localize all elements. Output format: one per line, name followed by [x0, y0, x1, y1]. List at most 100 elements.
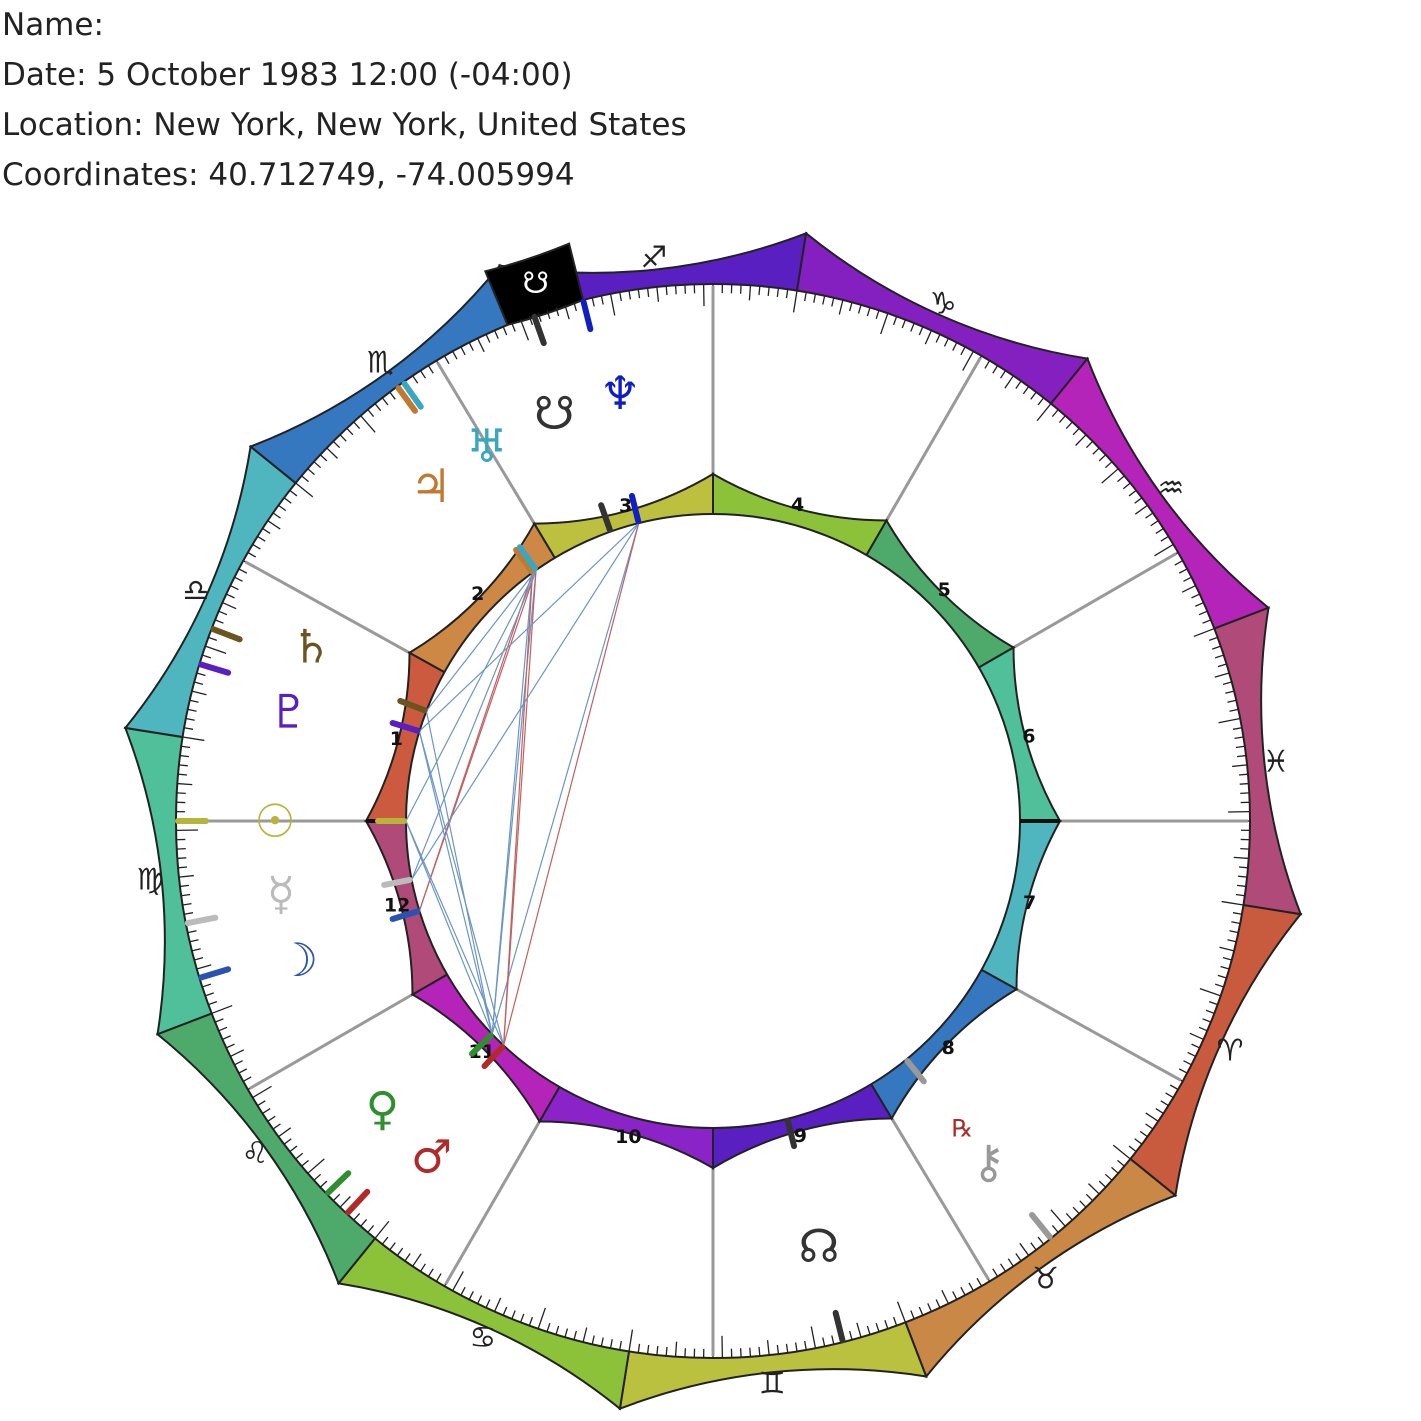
degree-tick — [468, 342, 474, 351]
degree-tick — [272, 512, 281, 519]
degree-tick — [838, 299, 844, 315]
degree-tick — [1051, 409, 1059, 417]
house-number-5: 5 — [938, 579, 951, 601]
degree-tick — [591, 297, 595, 307]
degree-tick — [177, 866, 188, 869]
degree-tick — [748, 285, 752, 301]
degree-tick — [766, 1340, 770, 1356]
degree-tick — [646, 287, 650, 298]
degree-tick — [262, 527, 271, 534]
degree-tick — [1104, 1173, 1113, 1181]
degree-tick — [208, 1000, 218, 1006]
degree-tick — [179, 754, 190, 758]
degree-tick — [460, 1286, 466, 1296]
degree-tick — [184, 912, 194, 915]
degree-tick — [1134, 1138, 1143, 1145]
degree-tick — [202, 654, 212, 659]
chart-header: Name: Date: 5 October 1983 12:00 (-04:00… — [2, 0, 1002, 200]
degree-tick — [1238, 875, 1248, 878]
degree-tick — [960, 1286, 966, 1296]
degree-tick — [178, 764, 188, 767]
degree-tick — [468, 1291, 474, 1300]
north-node-icon: ☊ — [799, 1219, 840, 1273]
degree-tick — [866, 1325, 871, 1335]
house-number-3: 3 — [619, 495, 632, 517]
degree-tick — [910, 322, 915, 332]
aspect-line-mercury-uranus — [411, 569, 537, 880]
degree-tick — [332, 440, 341, 449]
degree-tick — [582, 1327, 588, 1343]
degree-tick — [181, 745, 191, 749]
degree-tick — [794, 1342, 798, 1352]
degree-tick — [191, 690, 207, 696]
degree-tick — [218, 610, 228, 616]
degree-tick — [856, 1322, 862, 1338]
sign-glyph-cancer: ♋ — [469, 1321, 496, 1356]
degree-tick — [1072, 1206, 1080, 1215]
degree-tick — [218, 1026, 228, 1032]
degree-tick — [1117, 475, 1125, 483]
degree-tick — [804, 1340, 807, 1350]
degree-tick — [234, 576, 243, 582]
degree-tick — [205, 645, 227, 654]
south-node-outer-marker — [531, 313, 547, 347]
degree-tick — [313, 1173, 322, 1181]
degree-tick — [307, 1158, 325, 1174]
degree-tick — [1174, 560, 1183, 566]
degree-tick — [307, 468, 315, 476]
degree-tick — [485, 1299, 491, 1308]
degree-tick — [1139, 1130, 1148, 1138]
degree-tick — [1191, 593, 1200, 599]
degree-tick — [1015, 1253, 1022, 1262]
degree-tick — [1155, 527, 1164, 534]
degree-tick — [910, 1310, 915, 1320]
aspect-line-pluto-venus — [418, 731, 493, 1035]
degree-tick — [412, 1253, 422, 1267]
sign-glyph-aquarius: ♒ — [1157, 471, 1184, 506]
degree-tick — [1181, 585, 1196, 593]
degree-tick — [339, 1196, 351, 1208]
saturn-icon: ♄ — [291, 619, 332, 673]
degree-tick — [1092, 447, 1100, 455]
degree-tick — [1217, 974, 1227, 979]
degree-tick — [600, 295, 604, 305]
degree-tick — [1232, 727, 1242, 730]
degree-tick — [637, 289, 641, 299]
degree-tick — [976, 1277, 983, 1287]
house-inner-border — [405, 513, 1021, 1129]
degree-tick — [1128, 489, 1137, 497]
degree-tick — [262, 1108, 271, 1115]
degree-tick — [1145, 1123, 1154, 1130]
house-cusp-line-2 — [244, 560, 411, 655]
degree-tick — [396, 1247, 404, 1256]
degree-tick — [1219, 946, 1235, 952]
chiron-icon: ⚷ — [972, 1134, 1006, 1188]
degree-tick — [555, 307, 560, 317]
degree-tick — [511, 322, 516, 332]
degree-tick — [267, 1115, 276, 1122]
degree-tick — [185, 717, 195, 721]
degree-tick — [1234, 736, 1244, 740]
degree-tick — [1165, 1092, 1174, 1099]
sign-glyph-sagittarius: ♐ — [640, 241, 667, 276]
degree-tick — [1019, 1242, 1030, 1256]
degree-tick — [182, 736, 205, 742]
house-number-10: 10 — [615, 1126, 641, 1148]
degree-tick — [1222, 681, 1232, 685]
degree-tick — [1154, 543, 1174, 557]
degree-tick — [1134, 497, 1143, 504]
house-cusp-line-11 — [444, 1120, 541, 1286]
degree-tick — [1212, 645, 1221, 650]
degree-tick — [191, 948, 201, 952]
aspect-line-sun-uranus — [405, 569, 537, 822]
degree-tick — [211, 1004, 233, 1015]
degree-tick — [194, 681, 204, 685]
house-number-7: 7 — [1023, 892, 1036, 914]
degree-tick — [665, 1346, 668, 1357]
degree-tick — [1122, 482, 1131, 490]
degree-tick — [381, 397, 389, 406]
degree-tick — [319, 1180, 328, 1188]
saturn-outer-marker — [210, 626, 243, 643]
degree-tick — [822, 295, 826, 305]
